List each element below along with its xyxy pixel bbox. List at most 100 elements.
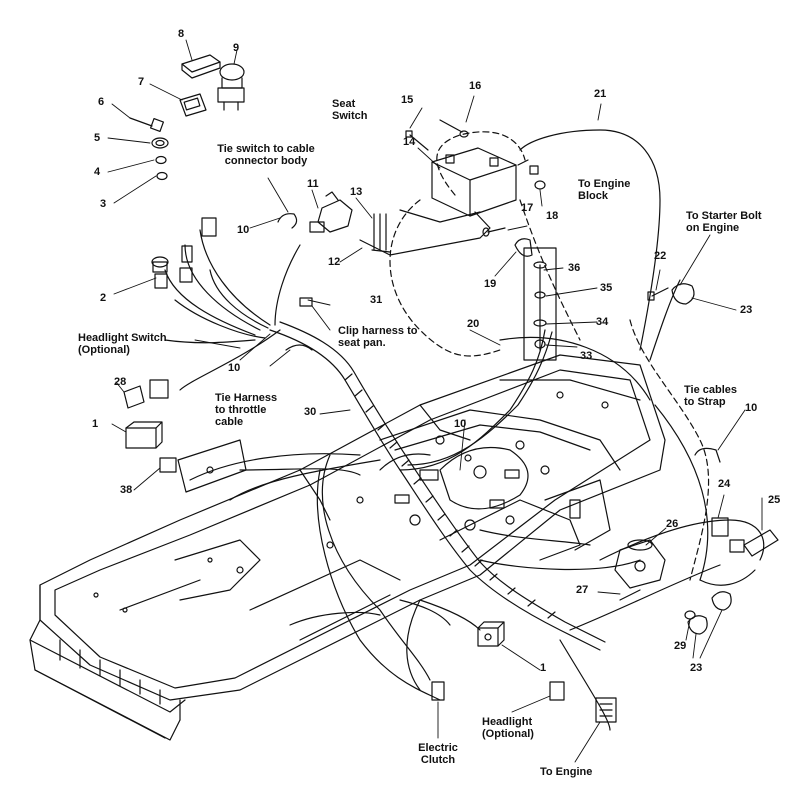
part-number: 14	[403, 136, 416, 148]
part-number: 10	[228, 362, 241, 374]
part-number: 36	[568, 262, 581, 274]
part-13-hold-down-rods	[371, 213, 391, 253]
part-12-battery-tray	[359, 209, 491, 256]
part-number: 35	[600, 282, 613, 294]
part-23-boot-upper	[671, 283, 695, 305]
part-24-connector	[711, 517, 745, 553]
part-10-tie-strap-upper	[277, 213, 298, 229]
part-number: 9	[233, 42, 240, 54]
part-number: 18	[546, 210, 559, 222]
part-number: 19	[484, 278, 497, 290]
part-31-clip	[299, 297, 313, 307]
harness-wires	[164, 129, 765, 731]
main-wire-harness	[269, 321, 606, 651]
part-number: 23	[690, 662, 703, 674]
part-6-ignition-key	[129, 117, 165, 133]
part-number: 29	[674, 640, 687, 652]
part-number: 5	[94, 132, 101, 144]
leader-lines	[107, 39, 763, 763]
part-18-bolt	[482, 227, 506, 237]
part-10-tie-strap-right	[694, 447, 721, 463]
engine-connector	[595, 697, 617, 723]
part-number: 2	[100, 292, 107, 304]
part-number: 10	[237, 224, 250, 236]
part-2-ignition-switch	[151, 217, 217, 289]
part-number: 25	[768, 494, 781, 506]
part-34-washer	[533, 319, 547, 327]
part-11-seat-switch	[309, 191, 353, 233]
part-number: 11	[307, 178, 319, 190]
callout-to-engine: To Engine	[540, 766, 593, 778]
part-number: 20	[467, 318, 480, 330]
part-23-boot-lower-b	[687, 615, 708, 635]
part-26-solenoid	[614, 539, 666, 589]
part-number: 31	[370, 294, 383, 306]
part-number: 26	[666, 518, 679, 530]
part-number: 15	[401, 94, 414, 106]
part-35-washer	[534, 291, 546, 299]
callout-tie-cables: Tie cables to Strap	[684, 384, 737, 408]
part-number: 1	[540, 662, 547, 674]
part-9-pto-knob	[217, 63, 245, 111]
part-number: 13	[350, 186, 363, 198]
part-38-bracket	[159, 439, 247, 493]
headlight-connector	[549, 681, 565, 701]
part-number: 7	[138, 76, 145, 88]
part-number: 6	[98, 96, 105, 108]
part-number: 38	[120, 484, 133, 496]
callout-headlight-switch: Headlight Switch (Optional)	[78, 332, 167, 356]
part-17-nut	[529, 165, 546, 190]
part-5-nut	[151, 137, 169, 149]
callout-tie-harness: Tie Harness to throttle cable	[215, 392, 278, 428]
part-number: 4	[94, 166, 101, 178]
part-number: 33	[580, 350, 593, 362]
part-22-terminal-bolt	[647, 287, 669, 301]
part-number: 3	[100, 198, 107, 210]
part-number: 1	[92, 418, 99, 430]
part-3-washer	[156, 171, 168, 181]
ground-bracket	[523, 247, 557, 361]
part-14-battery	[431, 147, 517, 217]
part-number: 24	[718, 478, 731, 490]
part-number: 27	[576, 584, 589, 596]
part-1-connector-right	[477, 621, 505, 647]
part-28-headlight-switch	[123, 379, 169, 409]
mower-frame	[29, 354, 666, 741]
part-number: 12	[328, 256, 341, 268]
part-number: 23	[740, 304, 753, 316]
electric-clutch-connector	[431, 681, 445, 701]
part-number: 17	[521, 202, 534, 214]
part-21-battery-cable	[517, 159, 529, 166]
part-25-fuse-holder	[743, 529, 779, 557]
callout-seat-switch: Seat Switch	[332, 98, 368, 122]
part-36-bolt	[533, 261, 547, 351]
callout-headlight-optional: Headlight (Optional)	[482, 716, 534, 740]
part-number: 34	[596, 316, 609, 328]
callout-clip-harness: Clip harness to seat pan.	[338, 325, 418, 349]
callout-to-starter-bolt: To Starter Bolt on Engine	[686, 210, 762, 234]
dashed-cable-routes	[389, 131, 710, 581]
part-1-connector-left	[125, 421, 163, 449]
part-15-bolt	[405, 130, 429, 151]
part-number: 22	[654, 250, 667, 262]
callout-to-engine-block: To Engine Block	[578, 178, 631, 202]
part-23-boot-lower-a	[711, 591, 732, 611]
part-number: 30	[304, 406, 317, 418]
part-27-bolt	[619, 589, 641, 601]
part-29-nut	[684, 610, 696, 620]
part-number: 28	[114, 376, 127, 388]
part-number: 8	[178, 28, 185, 40]
part-number: 10	[745, 402, 758, 414]
part-33-nut	[534, 339, 546, 349]
part-4-washer	[155, 155, 167, 165]
part-10-tie-strap-mid	[285, 344, 313, 351]
part-number: 16	[469, 80, 482, 92]
callout-tie-switch: Tie switch to cable connector body	[217, 143, 315, 167]
callout-electric-clutch: Electric Clutch	[418, 742, 458, 766]
part-7-bezel	[179, 93, 207, 117]
part-number: 21	[594, 88, 607, 100]
part-16-nut	[439, 119, 469, 138]
part-8-cover	[181, 54, 221, 79]
part-number: 10	[454, 418, 467, 430]
